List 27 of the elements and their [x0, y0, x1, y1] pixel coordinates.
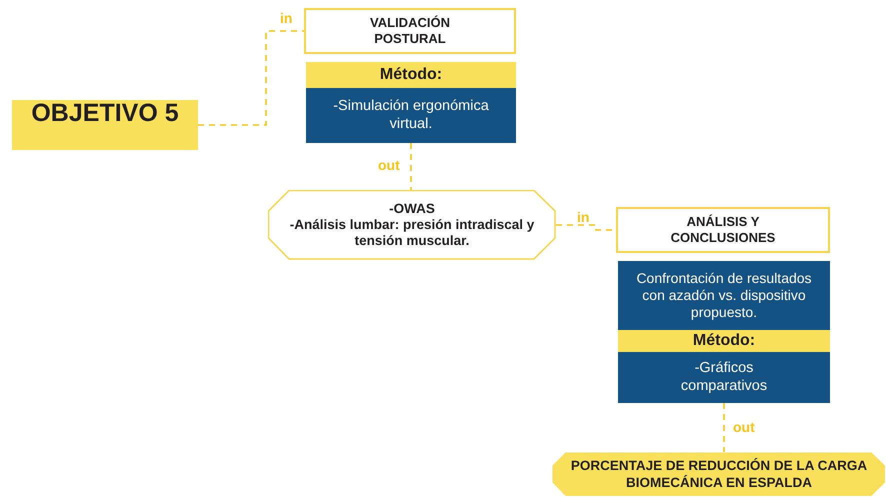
dashed-connector [198, 30, 304, 126]
edge-label: in [280, 10, 292, 26]
dashed-connector [410, 143, 412, 190]
node-text: Confrontación de resultados con azadón vs. dispositivo propuesto. [635, 270, 813, 321]
node-text: Método: [692, 331, 756, 351]
node-text: -Gráficos comparativos [680, 360, 768, 395]
method-header [306, 62, 516, 88]
node-text: -Simulación ergonómica virtual. [332, 98, 490, 133]
node-text: OBJETIVO 5 [31, 98, 179, 128]
description-box [618, 261, 830, 330]
method-box [618, 352, 830, 403]
stage-box [304, 8, 516, 54]
node-text: -OWAS [389, 200, 435, 217]
node-text: VALIDACIÓN POSTURAL [369, 15, 451, 47]
result-octagon [268, 190, 556, 260]
dashed-connector [723, 403, 725, 452]
node-text: -Análisis lumbar: presión intradiscal y tensión muscular. [288, 216, 536, 250]
node-text: PORCENTAJE DE REDUCCIÓN DE LA CARGA BIOMECÁNICA EN ESPALDA [570, 458, 868, 491]
stage-box [616, 207, 830, 253]
node-text: ANÁLISIS Y CONCLUSIONES [670, 214, 776, 246]
edge-label: out [378, 157, 400, 173]
edge-label: in [577, 209, 590, 225]
edge-label: out [733, 419, 755, 435]
method-box [306, 88, 516, 143]
objective-box [12, 100, 198, 150]
node-text: Método: [380, 65, 442, 85]
method-header [618, 330, 830, 352]
